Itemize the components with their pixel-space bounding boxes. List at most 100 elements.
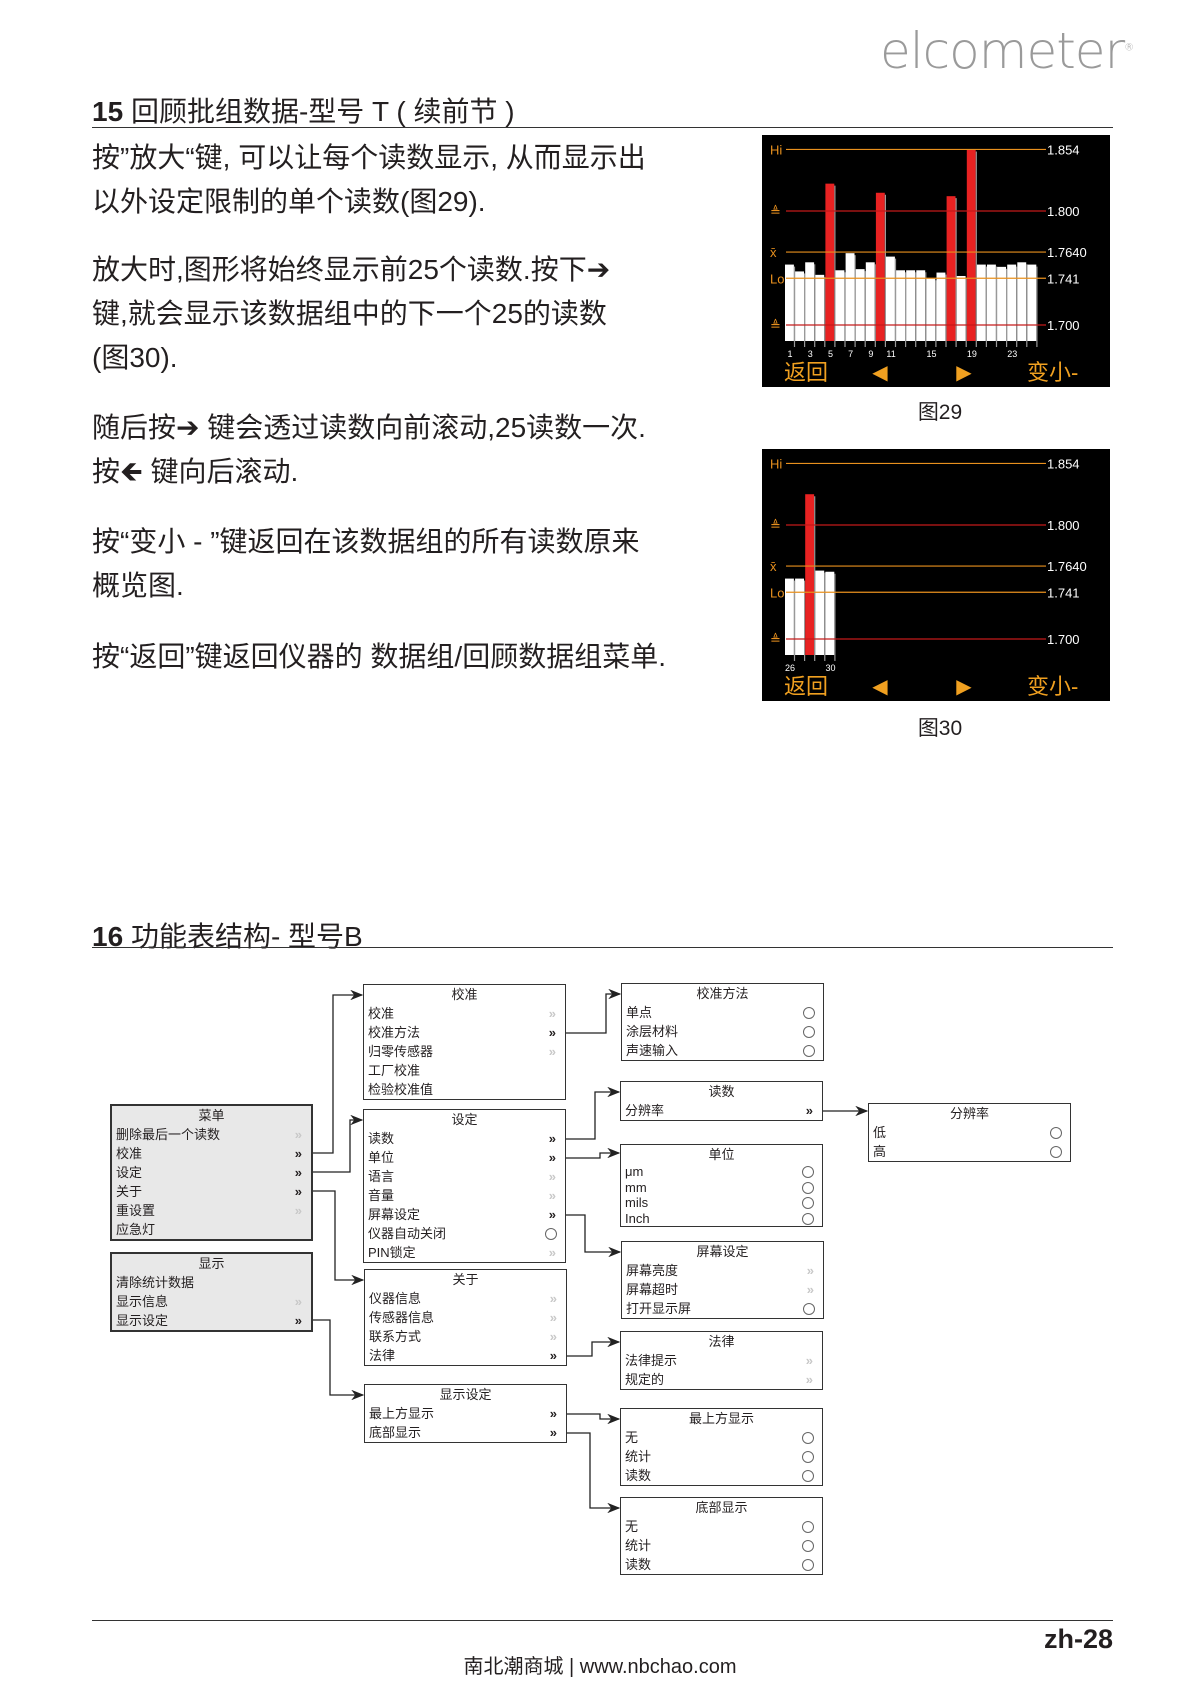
menu-item[interactable]: 屏幕亮度» <box>622 1261 823 1280</box>
menu-item-label: 重设置 <box>116 1203 156 1218</box>
submenu-chevron-icon: » <box>806 1282 814 1297</box>
bar <box>855 269 865 341</box>
menu-item[interactable]: 屏幕设定» <box>364 1205 565 1224</box>
radio-circle-icon[interactable] <box>802 1197 814 1209</box>
radio-circle-icon[interactable] <box>802 1540 814 1552</box>
connector-arrow <box>567 1432 621 1514</box>
menu-item[interactable]: 读数 <box>621 1555 822 1574</box>
right-arrow-icon: ▶ <box>956 676 972 698</box>
menu-item[interactable]: 检验校准值 <box>364 1080 565 1099</box>
menu-title: 显示设定 <box>439 1387 492 1402</box>
menu-item[interactable]: 清除统计数据 <box>112 1273 311 1292</box>
menu-item-label: mils <box>625 1195 649 1210</box>
menu-item[interactable]: 归零传感器» <box>364 1042 565 1061</box>
menu-title: 法律 <box>708 1334 735 1349</box>
menu-item[interactable]: 声速输入 <box>622 1041 823 1060</box>
menu-item-label: 法律 <box>369 1348 396 1363</box>
menu-title: 屏幕设定 <box>696 1244 749 1259</box>
menu-item[interactable]: 读数» <box>364 1129 565 1148</box>
menu-item[interactable]: 法律提示» <box>621 1351 822 1370</box>
menu-item[interactable]: 工厂校准 <box>364 1061 565 1080</box>
radio-circle-icon[interactable] <box>803 1026 815 1038</box>
menu-item[interactable]: mils <box>621 1195 822 1211</box>
radio-circle-icon[interactable] <box>803 1007 815 1019</box>
menu-item[interactable]: 统计 <box>621 1536 822 1555</box>
menu-item[interactable]: 显示信息» <box>112 1292 311 1311</box>
menu-item-label: 底部显示 <box>369 1425 422 1440</box>
connector-arrow <box>566 1147 621 1159</box>
menu-item-label: 仪器自动关闭 <box>368 1226 447 1241</box>
radio-circle-icon[interactable] <box>802 1470 814 1482</box>
menu-item-label: 音量 <box>368 1188 395 1203</box>
menu-item[interactable]: 仪器信息» <box>365 1289 566 1308</box>
bar <box>805 262 815 341</box>
menu-item-label: 统计 <box>625 1449 652 1464</box>
menu-item[interactable]: 校准» <box>112 1144 311 1163</box>
radio-circle-icon[interactable] <box>1050 1127 1062 1139</box>
radio-circle-icon[interactable] <box>802 1451 814 1463</box>
radio-circle-icon[interactable] <box>803 1045 815 1057</box>
menu-item[interactable]: μm <box>621 1164 822 1180</box>
menu-item[interactable]: 显示设定» <box>112 1311 311 1330</box>
radio-circle-icon[interactable] <box>802 1181 814 1194</box>
menu-item[interactable]: mm <box>621 1180 822 1196</box>
menu-item[interactable]: 法律» <box>365 1346 566 1365</box>
reference-value: 1.854 <box>1047 142 1080 157</box>
radio-circle-icon[interactable] <box>802 1212 814 1225</box>
reference-label: Lo <box>770 271 784 286</box>
menu-item[interactable]: 读数 <box>621 1466 822 1485</box>
reference-label: Lo <box>770 585 784 600</box>
radio-circle-icon[interactable] <box>802 1432 814 1444</box>
menu-item[interactable]: 仪器自动关闭 <box>364 1224 565 1243</box>
menu-title: 读数 <box>708 1084 735 1099</box>
menu-item[interactable]: 低 <box>869 1123 1070 1142</box>
radio-circle-icon[interactable] <box>802 1559 814 1571</box>
menu-item[interactable]: 设定» <box>112 1163 311 1182</box>
menu-item[interactable]: 高 <box>869 1142 1070 1161</box>
menu-item[interactable]: 删除最后一个读数» <box>112 1125 311 1144</box>
menu-item[interactable]: 单位» <box>364 1148 565 1167</box>
menu-item[interactable]: 校准方法» <box>364 1023 565 1042</box>
menu-title: 最上方显示 <box>688 1411 754 1426</box>
menu-item[interactable]: 分辨率» <box>621 1101 822 1120</box>
radio-circle-icon[interactable] <box>802 1521 814 1533</box>
menu-item[interactable]: 传感器信息» <box>365 1308 566 1327</box>
menu-item[interactable]: 无 <box>621 1428 822 1447</box>
menu-item[interactable]: 校准» <box>364 1004 565 1023</box>
connector-arrow <box>313 1319 365 1401</box>
menu-item[interactable]: 底部显示» <box>365 1423 566 1442</box>
menu-item[interactable]: 涂层材料 <box>622 1022 823 1041</box>
tick-label: 15 <box>926 349 936 359</box>
menu-item[interactable]: 关于» <box>112 1182 311 1201</box>
section-15-title: 15 回顾批组数据-型号 T ( 续前节 ) <box>92 96 515 127</box>
radio-circle-icon[interactable] <box>1050 1146 1062 1158</box>
menu-item[interactable]: 音量» <box>364 1186 565 1205</box>
menu-item[interactable]: 无 <box>621 1517 822 1536</box>
paragraph-2: 放大时,图形将始终显示前25个读数.按下➔键,就会显示该数据组中的下一个25的读… <box>92 254 611 373</box>
menu-item[interactable]: Inch <box>621 1211 822 1227</box>
menu-item[interactable]: 联系方式» <box>365 1327 566 1346</box>
radio-circle-icon[interactable] <box>545 1228 557 1240</box>
menu-item[interactable]: PIN锁定» <box>364 1243 565 1262</box>
radio-circle-icon[interactable] <box>803 1303 815 1315</box>
menu-item[interactable]: 屏幕超时» <box>622 1280 823 1299</box>
site-credit: 南北潮商城 | www.nbchao.com <box>463 1656 737 1678</box>
submenu-chevron-icon: » <box>548 1169 556 1184</box>
menu-item-label: 归零传感器 <box>368 1044 434 1059</box>
menu-item[interactable]: 最上方显示» <box>365 1404 566 1423</box>
radio-circle-icon[interactable] <box>802 1166 814 1178</box>
menu-item[interactable]: 统计 <box>621 1447 822 1466</box>
menu-item-label: 统计 <box>625 1538 652 1553</box>
menu-item[interactable]: 应急灯 <box>112 1220 311 1239</box>
menu-item[interactable]: 打开显示屏 <box>622 1299 823 1318</box>
bar <box>815 570 825 655</box>
menu-title: 分辨率 <box>949 1106 989 1121</box>
menu-item[interactable]: 重设置» <box>112 1201 311 1220</box>
menu-item[interactable]: 单点 <box>622 1003 823 1022</box>
reference-label: Hi <box>770 142 782 157</box>
menu-title: 关于 <box>452 1272 479 1287</box>
reference-value: 1.741 <box>1047 271 1080 286</box>
menu-item[interactable]: 规定的» <box>621 1370 822 1389</box>
menu-item-label: 读数 <box>625 1557 652 1572</box>
menu-item[interactable]: 语言» <box>364 1167 565 1186</box>
